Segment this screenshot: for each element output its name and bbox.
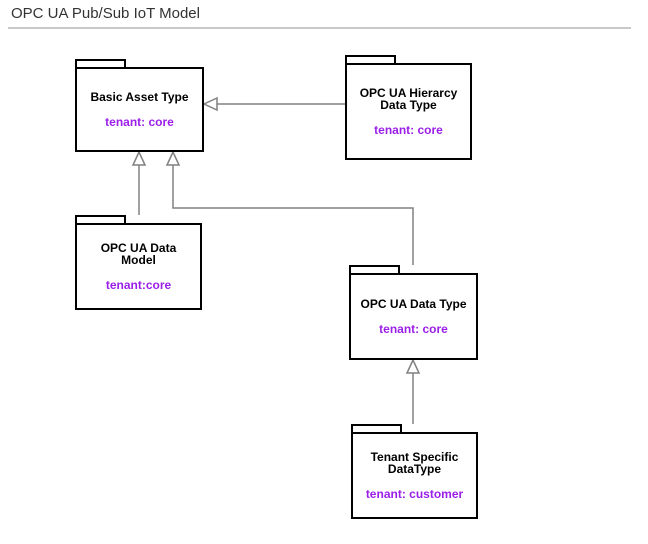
package-tenant: tenant: customer (365, 486, 464, 501)
package-tenant-specific-datatype[interactable]: Tenant Specific DataType tenant: custome… (351, 424, 478, 519)
package-tab (345, 55, 396, 63)
package-name: OPC UA Data Model (100, 240, 177, 267)
generalization-arrowhead-icon (165, 150, 181, 166)
package-body: OPC UA Data Type tenant: core (349, 273, 478, 360)
diagram-title: OPC UA Pub/Sub IoT Model (11, 5, 200, 22)
edge-hierarchy-to-basic[interactable] (202, 96, 345, 112)
package-body: OPC UA Hierarcy Data Type tenant: core (345, 63, 472, 160)
package-hierarchy-data-type[interactable]: OPC UA Hierarcy Data Type tenant: core (345, 55, 472, 160)
edge-tenant-to-datatype[interactable] (405, 358, 421, 424)
generalization-arrowhead-icon (202, 96, 218, 112)
package-name: OPC UA Data Type (360, 296, 467, 311)
package-tenant: tenant:core (105, 277, 172, 292)
package-name: Basic Asset Type (90, 89, 189, 104)
package-tenant: tenant: core (374, 122, 443, 137)
package-tab (351, 424, 402, 432)
package-body: OPC UA Data Model tenant:core (75, 223, 202, 310)
package-body: Basic Asset Type tenant: core (75, 67, 204, 152)
package-tenant: tenant: core (379, 321, 448, 336)
package-data-type[interactable]: OPC UA Data Type tenant: core (349, 265, 478, 360)
package-tab (75, 59, 126, 67)
package-basic-asset-type[interactable]: Basic Asset Type tenant: core (75, 59, 204, 152)
edge-datatype-to-basic[interactable] (165, 150, 414, 265)
package-name: OPC UA Hierarcy Data Type (359, 85, 458, 112)
edge-line (172, 165, 414, 265)
package-data-model[interactable]: OPC UA Data Model tenant:core (75, 215, 202, 310)
package-tab (75, 215, 126, 223)
edge-datamodel-to-basic[interactable] (131, 150, 147, 215)
title-divider (8, 27, 631, 29)
package-body: Tenant Specific DataType tenant: custome… (351, 432, 478, 519)
generalization-arrowhead-icon (131, 150, 147, 166)
generalization-arrowhead-icon (405, 358, 421, 374)
package-name: Tenant Specific DataType (370, 449, 459, 476)
package-tab (349, 265, 400, 273)
package-tenant: tenant: core (105, 114, 174, 129)
